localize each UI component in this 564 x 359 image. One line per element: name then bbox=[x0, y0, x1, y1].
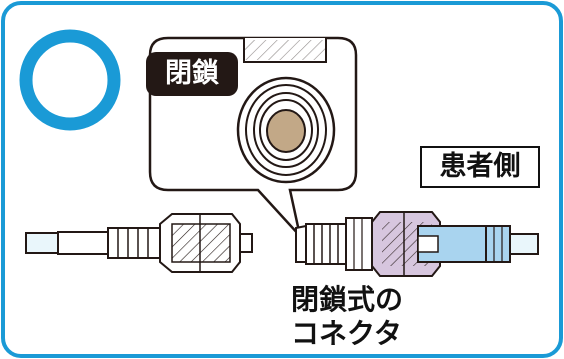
right-tube bbox=[509, 233, 539, 255]
caption-line-2: コネクタ bbox=[291, 317, 402, 350]
left-luer-connector bbox=[107, 213, 253, 273]
connector-caption: 閉鎖式の コネクタ bbox=[291, 283, 403, 351]
patient-side-label: 患者側 bbox=[420, 146, 540, 188]
closed-badge: 閉鎖 bbox=[146, 52, 238, 96]
caption-line-1: 閉鎖式の bbox=[291, 283, 404, 316]
closed-type-connector bbox=[295, 217, 373, 271]
ok-circle-mark bbox=[19, 29, 121, 131]
closed-valve-closeup bbox=[236, 38, 336, 184]
valve-core bbox=[266, 109, 306, 153]
patient-side-hub bbox=[371, 211, 511, 277]
left-tube bbox=[25, 231, 117, 255]
